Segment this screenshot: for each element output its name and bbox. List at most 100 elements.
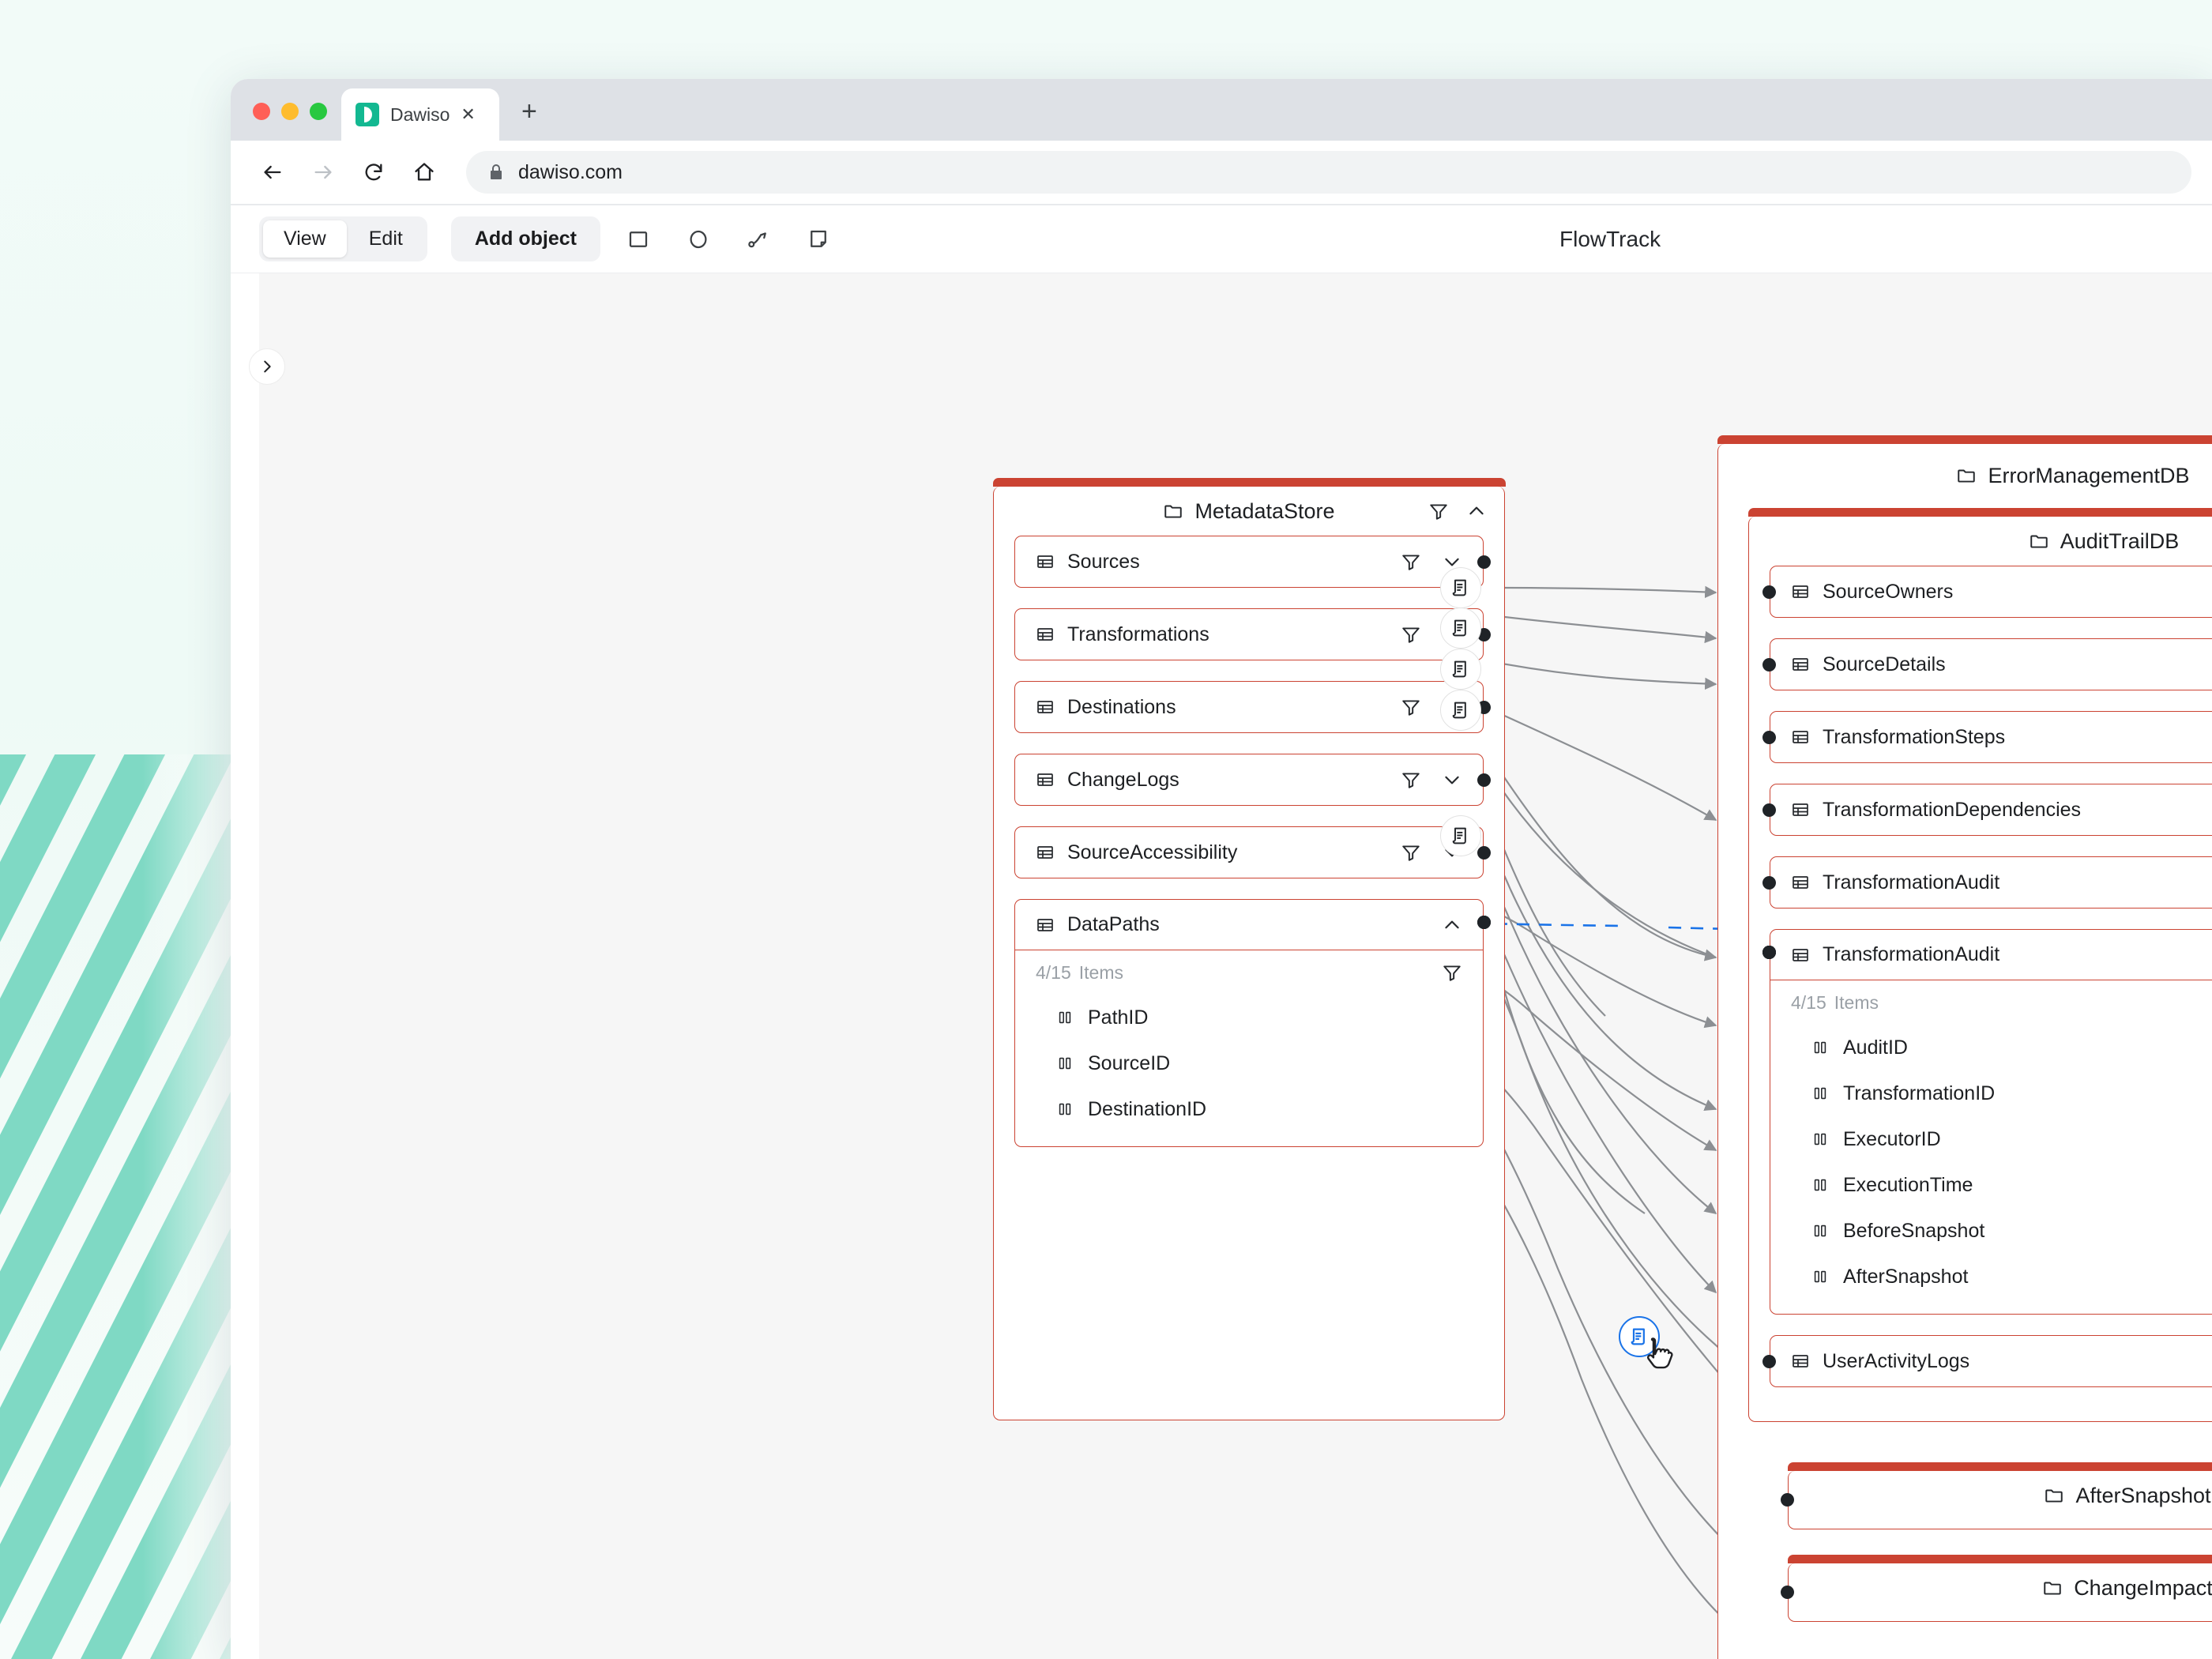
table-header[interactable]: SourceOwners (1770, 566, 2212, 617)
column-row[interactable]: ExecutionTime (1762, 946, 2212, 1208)
node-input-port[interactable] (1781, 1586, 1794, 1599)
table-header[interactable]: Transformations (1015, 609, 1483, 660)
note-tool-icon[interactable] (796, 217, 841, 261)
filter-icon[interactable] (1401, 551, 1421, 572)
filter-icon[interactable] (1428, 501, 1449, 521)
edge-document-icon[interactable] (1440, 815, 1481, 856)
minimize-window-button[interactable] (281, 103, 299, 120)
reload-button[interactable] (352, 151, 395, 194)
table-sources[interactable]: Sources (1014, 536, 1491, 588)
table-header[interactable]: UserActivityLogs (1770, 1336, 2212, 1386)
edge-document-icon[interactable] (1440, 608, 1481, 649)
items-count: 4/15 (1036, 961, 1071, 983)
column-row[interactable]: ExecutorID (1762, 946, 2212, 1162)
table-input-port[interactable] (1762, 876, 1776, 890)
expand-panel-chevron-right-icon[interactable] (249, 348, 285, 385)
table-input-port[interactable] (1762, 585, 1776, 599)
chevron-down-icon[interactable] (1442, 551, 1462, 572)
table-transformation-steps[interactable]: TransformationSteps (1762, 711, 2212, 763)
table-header[interactable]: SourceAccessibility (1015, 827, 1483, 878)
node-after-snapshot[interactable]: AfterSnapshot (1781, 1462, 2212, 1529)
column-icon (1814, 1041, 1826, 1054)
table-transformation-dependencies[interactable]: TransformationDependencies (1762, 784, 2212, 836)
node-metadata-store[interactable]: MetadataStore Sources (992, 478, 1506, 1420)
browser-tab[interactable]: Dawiso ✕ (341, 88, 499, 141)
column-input-port[interactable] (1762, 946, 1776, 959)
tab-view[interactable]: View (263, 220, 347, 258)
table-transformations[interactable]: Transformations (1014, 608, 1491, 660)
node-audit-trail-db[interactable]: AuditTrailDB SourceOwners (1747, 508, 2212, 1422)
filter-icon[interactable] (1401, 769, 1421, 790)
edge-document-icon[interactable] (1440, 567, 1481, 608)
column-row[interactable]: SourceID (1015, 916, 1491, 1086)
table-header[interactable]: SourceDetails (1770, 639, 2212, 690)
table-input-port[interactable] (1762, 658, 1776, 672)
new-tab-button[interactable]: + (521, 96, 537, 126)
table-destinations[interactable]: Destinations (1014, 681, 1491, 733)
tab-edit[interactable]: Edit (368, 228, 403, 250)
table-source-details[interactable]: SourceDetails (1762, 638, 2212, 690)
filter-icon[interactable] (1401, 624, 1421, 645)
node-input-port[interactable] (1781, 1493, 1794, 1507)
column-name: BeforeSnapshot (1843, 1219, 1985, 1242)
table-changelogs[interactable]: ChangeLogs (1014, 754, 1491, 806)
edge-document-icon[interactable] (1440, 690, 1481, 731)
node-title: ChangeImpact (2074, 1575, 2212, 1600)
home-button[interactable] (403, 151, 446, 194)
table-header[interactable]: TransformationSteps (1770, 712, 2212, 762)
chevron-down-icon[interactable] (1442, 769, 1462, 790)
column-row[interactable]: PathID (1015, 916, 1491, 1040)
maximize-window-button[interactable] (310, 103, 327, 120)
table-user-activity-logs[interactable]: UserActivityLogs (1762, 1335, 2212, 1387)
column-row[interactable]: DestinationID (1015, 916, 1491, 1132)
column-row[interactable]: TransformationID (1762, 946, 2212, 1116)
diagram-canvas[interactable]: MetadataStore Sources (231, 273, 2212, 1659)
filter-icon[interactable] (1442, 962, 1462, 983)
table-header[interactable]: TransformationAudit (1770, 930, 2212, 980)
table-header[interactable]: Sources (1015, 536, 1483, 587)
table-header[interactable]: TransformationAudit (1770, 857, 2212, 908)
connector-tool-icon[interactable] (736, 217, 781, 261)
column-row[interactable]: AuditID (1762, 946, 2212, 1070)
edge-document-icon[interactable] (1440, 649, 1481, 690)
filter-icon[interactable] (1401, 842, 1421, 863)
table-output-port[interactable] (1477, 555, 1491, 569)
chevron-up-icon[interactable] (1466, 501, 1487, 521)
table-header[interactable]: TransformationDependencies (1770, 784, 2212, 835)
close-window-button[interactable] (253, 103, 270, 120)
view-edit-toggle[interactable]: View Edit (259, 216, 427, 261)
table-output-port[interactable] (1477, 846, 1491, 860)
node-header[interactable]: AuditTrailDB (1749, 517, 2212, 566)
table-header[interactable]: ChangeLogs (1015, 754, 1483, 805)
node-header[interactable]: AfterSnapshot (1789, 1471, 2212, 1520)
edge-document-icon-hovered[interactable] (1619, 1316, 1660, 1357)
table-source-owners[interactable]: SourceOwners (1762, 566, 2212, 618)
column-row[interactable]: BeforeSnapshot (1762, 946, 2212, 1254)
node-change-impact[interactable]: ChangeImpact (1781, 1555, 2212, 1622)
table-header[interactable]: DataPaths (1015, 900, 1483, 950)
table-transformation-audit[interactable]: TransformationAudit (1762, 856, 2212, 908)
ellipse-tool-icon[interactable] (676, 217, 720, 261)
table-source-accessibility[interactable]: SourceAccessibility (1014, 826, 1491, 878)
column-row[interactable]: AfterSnapshot (1762, 946, 2212, 1300)
table-output-port[interactable] (1477, 773, 1491, 787)
node-error-management-db[interactable]: ErrorManagementDB AuditTrailDB SourceOwn… (1717, 435, 2212, 1659)
chevron-up-icon[interactable] (1442, 915, 1462, 935)
node-header[interactable]: ChangeImpact (1789, 1563, 2212, 1612)
node-header[interactable]: MetadataStore (994, 487, 1504, 536)
node-header[interactable]: ErrorManagementDB (1718, 444, 2212, 507)
column-output-port[interactable] (1477, 916, 1491, 929)
rectangle-tool-icon[interactable] (616, 217, 660, 261)
forward-button[interactable] (302, 151, 344, 194)
table-transformation-audit-expanded[interactable]: TransformationAudit 4/15 Items AuditID T… (1762, 929, 2212, 1315)
table-datapaths[interactable]: DataPaths 4/15 Items PathID (1014, 899, 1491, 1147)
url-bar[interactable]: dawiso.com (466, 151, 2191, 194)
close-icon[interactable]: ✕ (461, 104, 476, 124)
table-input-port[interactable] (1762, 803, 1776, 817)
table-header[interactable]: Destinations (1015, 682, 1483, 732)
table-input-port[interactable] (1762, 1355, 1776, 1368)
table-input-port[interactable] (1762, 731, 1776, 744)
add-object-button[interactable]: Add object (450, 216, 601, 261)
back-button[interactable] (251, 151, 294, 194)
filter-icon[interactable] (1401, 697, 1421, 717)
